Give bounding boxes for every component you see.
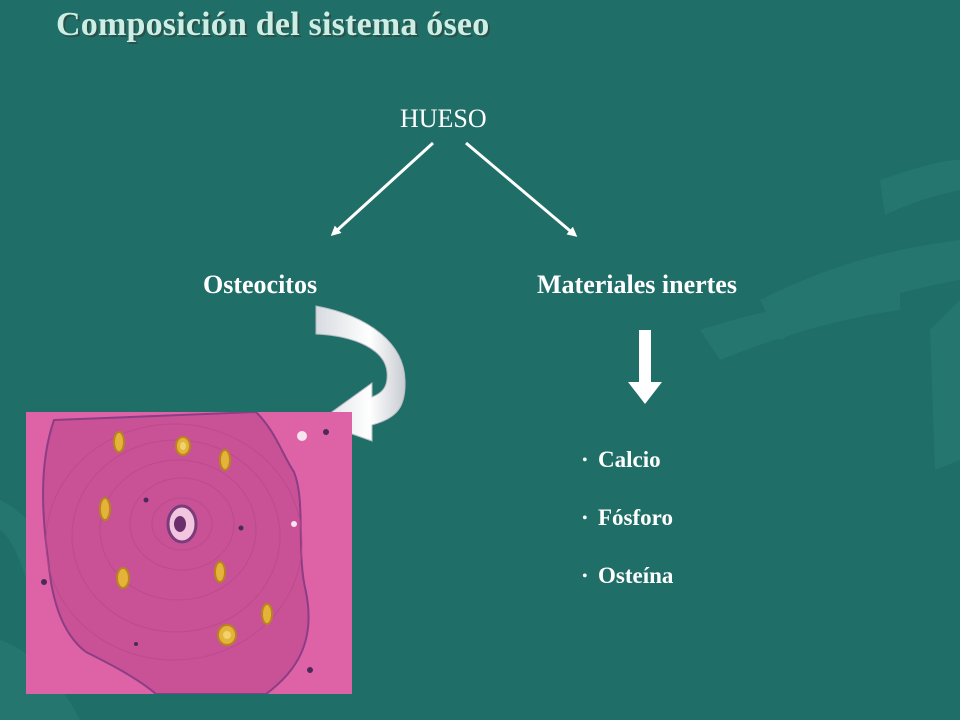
arrow-down-left-icon	[330, 141, 435, 237]
right-branch-label: Materiales inertes	[537, 270, 737, 299]
root-node-label: HUESO	[400, 104, 487, 133]
component-item: •Fósforo	[582, 505, 673, 530]
component-item: •Calcio	[582, 447, 661, 472]
down-arrow-icon	[628, 330, 662, 404]
slide-title: Composición del sistema óseo	[56, 6, 490, 43]
arrow-down-right-icon	[465, 141, 578, 237]
curved-arrow-icon	[315, 305, 406, 442]
left-branch-label: Osteocitos	[203, 270, 318, 299]
bone-tissue-micrograph	[26, 412, 352, 694]
components-list: •Calcio •Fósforo •Osteína	[582, 442, 673, 616]
component-item: •Osteína	[582, 563, 674, 588]
